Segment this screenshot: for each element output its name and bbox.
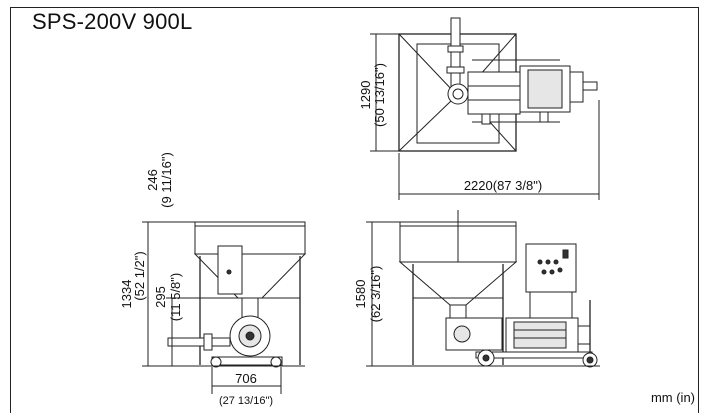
side-hopper-top <box>194 221 306 255</box>
dim-1580-in: (62 3/16") <box>368 266 383 323</box>
dim-295: 295 <box>153 286 168 308</box>
front-hopper-cone <box>398 261 518 306</box>
dim-2220: 2220(87 3/8") <box>464 178 542 193</box>
top-pump <box>447 83 469 105</box>
top-inlet-pipe <box>450 17 461 94</box>
dim-246-in: (9 11/16") <box>159 152 174 208</box>
dim-295-in: (11 5/8") <box>168 273 183 321</box>
model-title: SPS-200V 900L <box>32 9 193 34</box>
drawing-frame <box>10 7 699 413</box>
dim-1580: 1580 <box>353 280 368 309</box>
dim-1334: 1334 <box>119 280 134 309</box>
front-control-panel <box>525 243 577 293</box>
dim-1290: 1290 <box>358 81 373 110</box>
side-outlet-pipe <box>167 337 231 347</box>
dim-246: 246 <box>145 169 160 191</box>
side-view <box>142 221 307 394</box>
dim-706: 706 <box>235 371 257 386</box>
front-view <box>366 210 600 368</box>
side-hopper-cone <box>193 253 307 299</box>
dim-1334-in: (52 1/2") <box>132 251 147 300</box>
dim-1290-in: (50 13/16") <box>372 63 387 127</box>
dim-706-in: (27 13/16") <box>219 395 273 407</box>
top-view <box>370 17 600 200</box>
units-note: mm (in) <box>650 390 695 405</box>
